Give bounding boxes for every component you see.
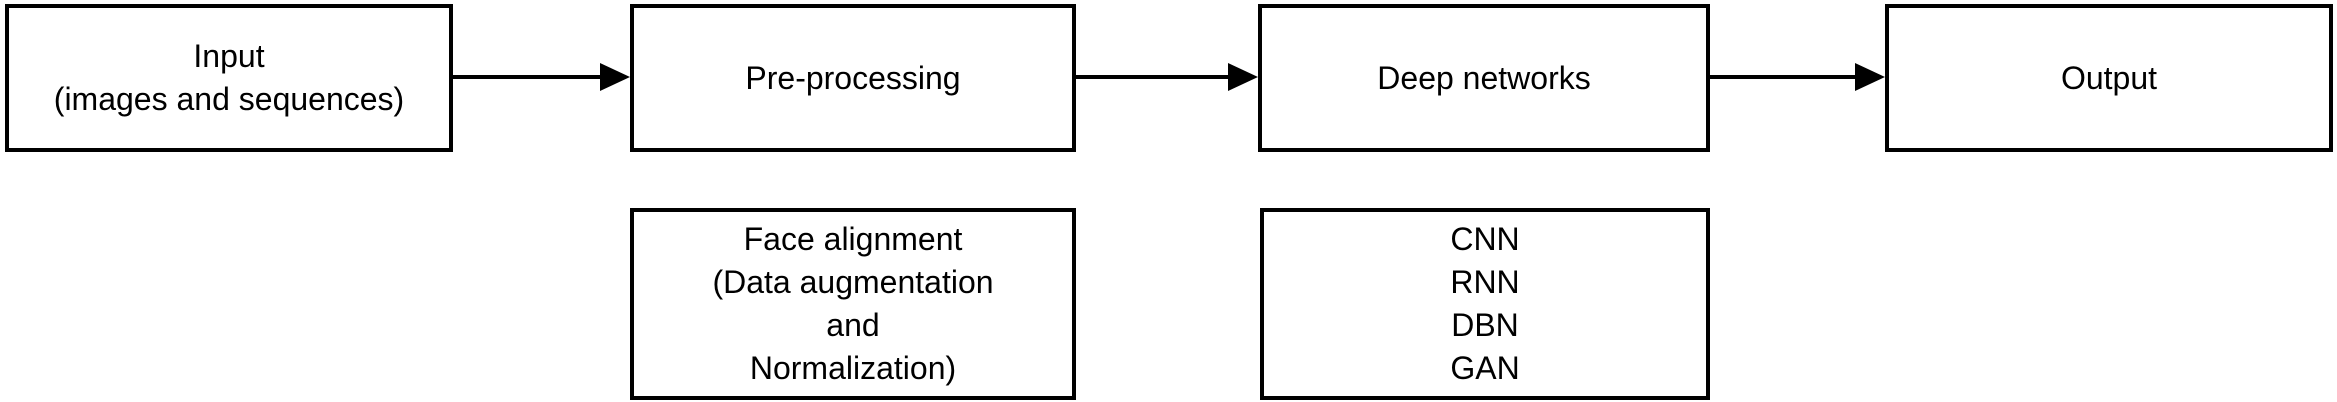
arrow-shaft — [1076, 75, 1234, 79]
deep-networks-detail-line-2: RNN — [1450, 264, 1520, 300]
node-input-line-2: (images and sequences) — [53, 81, 405, 117]
preprocessing-detail-line-4: Normalization) — [749, 350, 957, 386]
node-preprocessing: Pre-processing — [630, 4, 1076, 152]
node-input: Input (images and sequences) — [5, 4, 453, 152]
node-preprocessing-label: Pre-processing — [745, 59, 961, 96]
arrow-shaft — [1710, 75, 1861, 79]
node-deep-networks-details: CNN RNN DBN GAN — [1260, 208, 1710, 400]
preprocessing-detail-line-3: and — [826, 307, 880, 343]
node-output: Output — [1885, 4, 2333, 152]
node-output-label: Output — [2060, 59, 2158, 96]
arrowhead-right-icon — [600, 63, 630, 91]
deep-networks-detail-line-1: CNN — [1450, 221, 1520, 257]
arrowhead-right-icon — [1855, 63, 1885, 91]
node-deep-networks: Deep networks — [1258, 4, 1710, 152]
deep-networks-detail-line-3: DBN — [1451, 307, 1519, 343]
arrowhead-right-icon — [1228, 63, 1258, 91]
node-deep-networks-label: Deep networks — [1377, 59, 1591, 96]
deep-networks-detail-line-4: GAN — [1450, 350, 1520, 386]
arrow-shaft — [452, 75, 606, 79]
preprocessing-detail-line-2: (Data augmentation — [712, 264, 994, 300]
node-preprocessing-details: Face alignment (Data augmentation and No… — [630, 208, 1076, 400]
node-input-line-1: Input — [193, 38, 265, 74]
preprocessing-detail-line-1: Face alignment — [743, 221, 963, 257]
